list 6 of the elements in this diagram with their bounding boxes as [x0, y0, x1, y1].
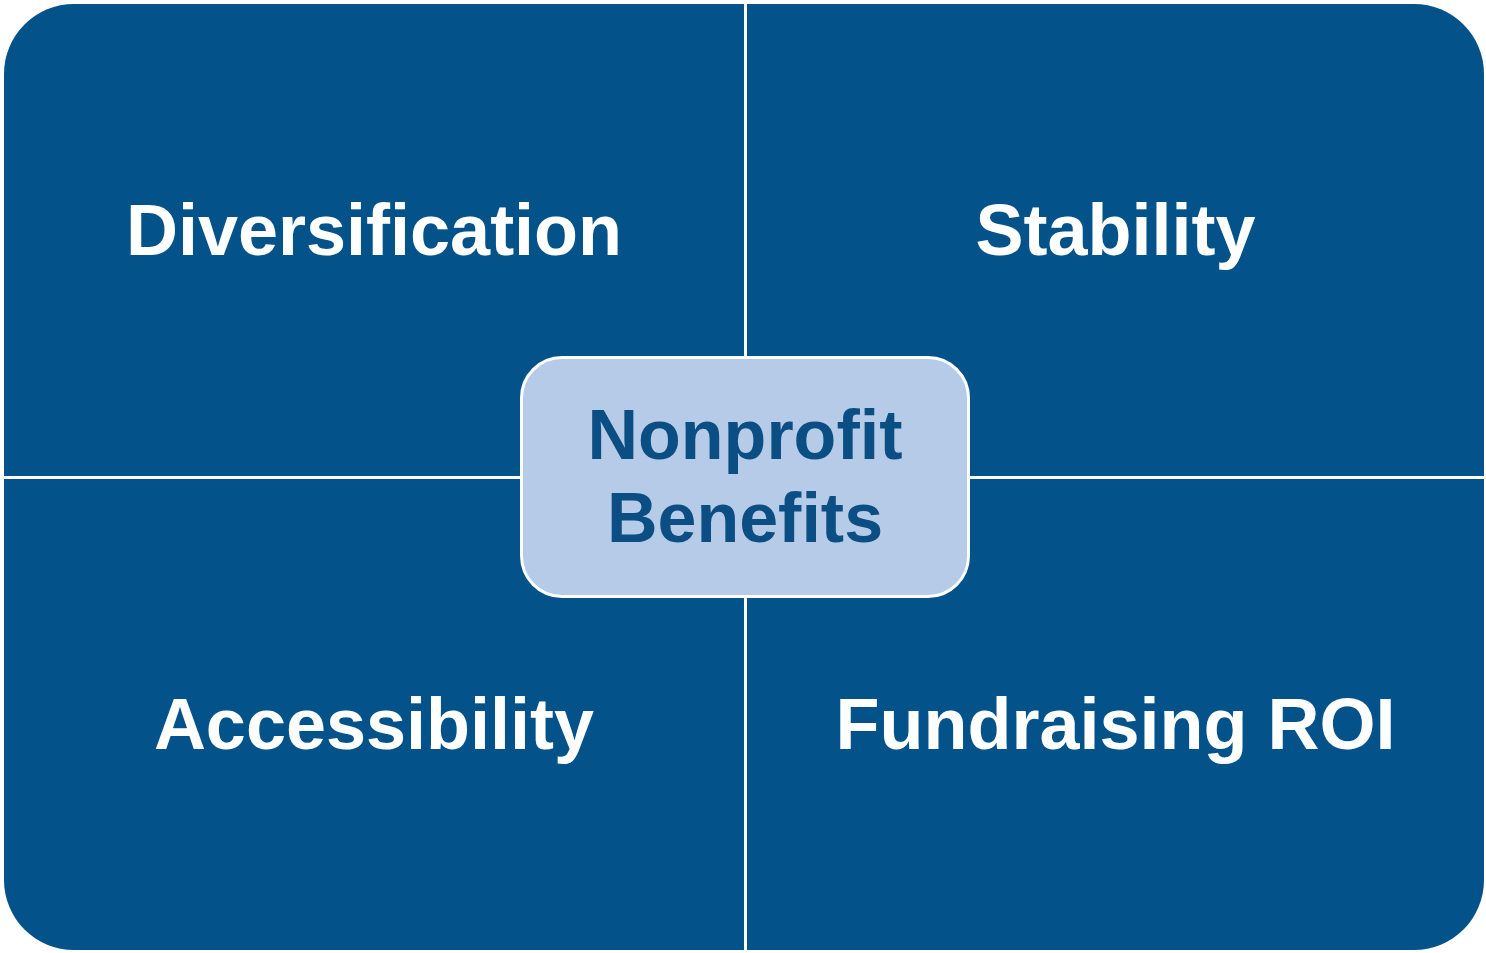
heading: Nonprofit Benefits	[586, 395, 904, 559]
heading: Accessibility	[153, 683, 595, 766]
heading: Stability	[975, 188, 1256, 272]
center-box	[520, 356, 970, 598]
heading: Diversification	[125, 188, 623, 272]
heading: Fundraising ROI	[835, 683, 1396, 766]
